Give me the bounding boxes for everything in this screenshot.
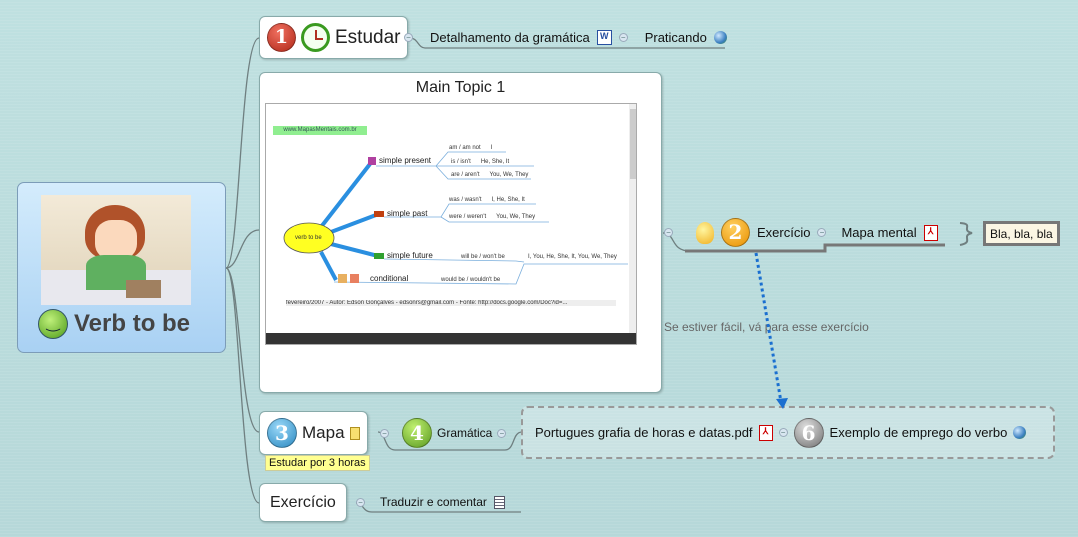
word-document-icon[interactable]: W [596,30,612,45]
number-6-icon: 6 [793,417,824,448]
subtopic-exercicio[interactable]: Exercício [757,225,811,240]
connector-estudar [225,37,260,269]
embedded-leaf: was / wasn't [449,197,482,203]
topic-estudar[interactable]: 1 Estudar [259,16,409,59]
number-1-icon: 1 [267,23,296,52]
main-topic-label: Main Topic 1 [415,79,506,96]
central-image [41,195,191,305]
subtopic-exemplo[interactable]: Exemplo de emprego do verbo [829,425,1008,440]
embedded-leaf: would be / wouldn't be [441,277,501,283]
embedded-leaf: am / am not [449,145,481,151]
collapse-toggle[interactable]: − [664,228,673,237]
embedded-leaf: were / weren't [449,214,487,220]
embedded-mindmap-image: www.MapasMentais.com.br verb to be simpl… [265,103,637,345]
topic-mapa-label: Mapa [302,423,345,442]
lightbulb-icon [696,221,714,244]
connector-exercicio [225,267,260,504]
globe-icon[interactable] [713,31,727,44]
embedded-topic: simple present [379,156,432,165]
number-3-icon: 3 [267,418,297,448]
embedded-leaf: He, She, It [480,159,510,165]
collapse-toggle[interactable]: − [817,228,827,237]
collapse-toggle[interactable]: − [618,33,628,42]
topic-mapa[interactable]: 3 Mapa [259,411,368,455]
embedded-leaf: are / aren't [451,172,480,178]
number-4-icon: 4 [402,418,432,448]
collapse-toggle[interactable]: − [778,428,788,437]
embedded-leaf: is / isn't [451,159,471,165]
clock-icon [301,23,330,52]
embedded-topic: simple future [387,251,433,260]
label-tag: Estudar por 3 horas [265,455,370,471]
embedded-leaf: You, We, They [489,172,529,178]
embedded-leaf: I, He, She, It [491,197,525,203]
globe-icon[interactable] [1013,426,1027,439]
pdf-icon[interactable]: ⅄ [923,224,938,241]
topic-estudar-label: Estudar [335,26,401,48]
boundary: Portugues grafia de horas e datas.pdf ⅄ … [521,406,1055,459]
embedded-topic: conditional [370,274,409,283]
exercicio-underline [685,243,945,253]
pdf-icon[interactable]: ⅄ [758,424,773,441]
embedded-footer: fevereiro/2007 - Autor: Edson Gonçalves … [286,300,616,306]
topic-exercicio[interactable]: Exercício [259,483,347,522]
topic-exercicio-label: Exercício [270,493,336,511]
embedded-leaf: I, You, He, She, It, You, We, They [528,254,617,260]
relationship-label[interactable]: Se estiver fácil, vá para esse exercício [664,320,869,334]
subtopic-traduzir[interactable]: Traduzir e comentar [380,495,487,509]
collapse-toggle[interactable]: − [497,428,507,438]
smiley-icon: ‿ [38,309,68,339]
embedded-banner: www.MapasMentais.com.br [273,126,367,135]
embedded-leaf: I [490,145,493,151]
subtopic-praticando[interactable]: Praticando [644,30,707,45]
spreadsheet-icon[interactable] [493,495,505,509]
callout-brace [959,222,973,246]
collapse-toggle[interactable]: − [380,428,389,438]
embedded-center: verb to be [295,235,322,241]
collapse-toggle[interactable]: − [356,497,365,507]
embedded-topic: simple past [387,209,428,218]
note-icon[interactable] [349,426,360,440]
connector-mapa [225,267,260,433]
subtopic-gramatica[interactable]: Gramática [437,426,493,440]
subtopic-mapa-mental[interactable]: Mapa mental [841,225,917,240]
embedded-leaf: You, We, They [496,214,536,220]
subtopic-pdf-file[interactable]: Portugues grafia de horas e datas.pdf [535,425,753,440]
subtopic-detalhamento[interactable]: Detalhamento da gramática [430,30,590,45]
collapse-toggle[interactable]: − [404,33,413,42]
connector-main-topic [225,229,260,269]
number-2-icon: 2 [721,218,750,247]
embedded-leaf: will be / won't be [461,254,505,260]
embedded-branches [266,104,636,344]
central-topic-label: Verb to be [74,310,191,337]
callout-bla[interactable]: Bla, bla, bla [983,221,1060,246]
